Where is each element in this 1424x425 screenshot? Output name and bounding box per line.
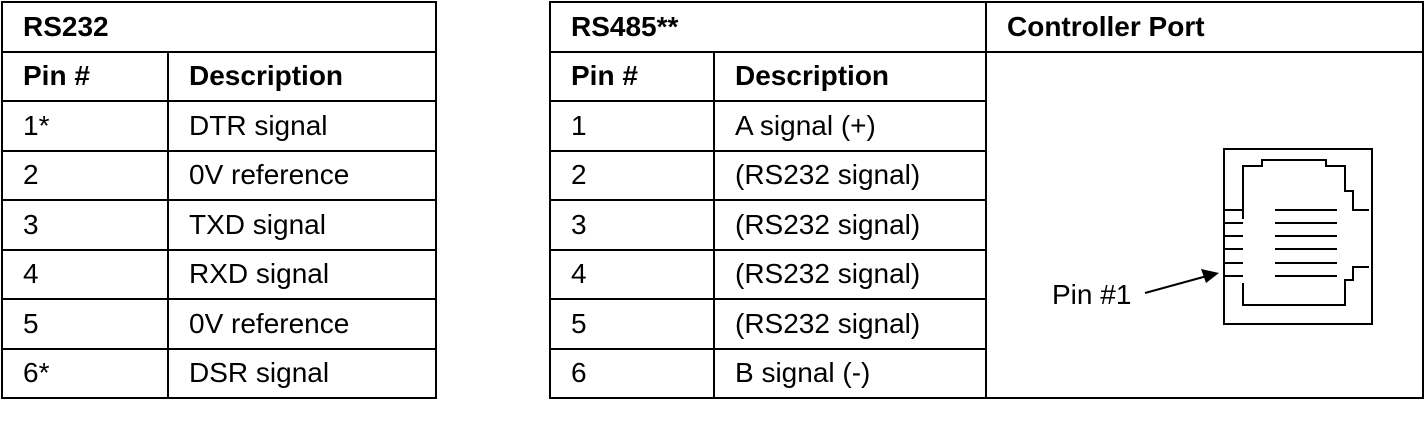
description-cell: 0V reference — [167, 298, 437, 350]
table-row: 5 0V reference — [1, 298, 437, 350]
table-row: 3 (RS232 signal) — [549, 199, 1423, 251]
pin-cell: 1 — [549, 100, 715, 152]
rs485-title: RS485** — [549, 1, 987, 53]
description-cell: DTR signal — [167, 100, 437, 152]
rs485-col-description: Description — [713, 50, 987, 102]
description-cell: (RS232 signal) — [713, 149, 987, 201]
table-row: 2 (RS232 signal) — [549, 149, 1423, 201]
table-row: 1* DTR signal — [1, 100, 437, 152]
rj12-connector-icon — [1144, 147, 1373, 325]
description-cell: (RS232 signal) — [713, 248, 987, 300]
pin-cell: 5 — [549, 298, 715, 350]
description-cell: (RS232 signal) — [713, 199, 987, 251]
arrow-head-icon — [1201, 268, 1219, 283]
pin-cell: 3 — [1, 199, 169, 251]
table-row: 5 (RS232 signal) — [549, 298, 1423, 350]
table-row: 4 RXD signal — [1, 248, 437, 300]
pin-cell: 4 — [1, 248, 169, 300]
rs232-title: RS232 — [1, 1, 437, 53]
description-cell: DSR signal — [167, 347, 437, 399]
pin-cell: 6 — [549, 347, 715, 399]
pin-cell: 6* — [1, 347, 169, 399]
description-cell: 0V reference — [167, 149, 437, 201]
description-cell: TXD signal — [167, 199, 437, 251]
pin-cell: 4 — [549, 248, 715, 300]
pin-cell: 5 — [1, 298, 169, 350]
rs232-pinout-table: RS232 Pin # Description 1* DTR signal 2 … — [1, 1, 437, 399]
table-row: 6* DSR signal — [1, 347, 437, 399]
pin-cell: 1* — [1, 100, 169, 152]
rs232-col-pin: Pin # — [1, 50, 169, 102]
pin-cell: 2 — [549, 149, 715, 201]
table-row: 6 B signal (-) — [549, 347, 1423, 399]
pin1-arrow — [1144, 274, 1208, 294]
description-cell: RXD signal — [167, 248, 437, 300]
socket-outline — [1242, 158, 1369, 306]
controller-port-title: Controller Port — [985, 1, 1424, 53]
description-cell: (RS232 signal) — [713, 298, 987, 350]
table-row: 4 (RS232 signal) — [549, 248, 1423, 300]
rs232-col-description: Description — [167, 50, 437, 102]
pin-cell: 3 — [549, 199, 715, 251]
table-title-row: RS232 — [1, 1, 437, 53]
pin-cell: 2 — [1, 149, 169, 201]
table-header-row: Pin # Description — [1, 50, 437, 102]
controller-port-diagram-cell: Pin #1 — [985, 50, 1424, 399]
description-cell: A signal (+) — [713, 100, 987, 152]
table-title-row: RS485** Controller Port — [549, 1, 1424, 53]
table-row: 2 0V reference — [1, 149, 437, 201]
table-row: 3 TXD signal — [1, 199, 437, 251]
pin1-label: Pin #1 — [1052, 278, 1132, 310]
rs485-pinout-table: RS485** Controller Port Pin # Descriptio… — [549, 1, 1424, 399]
table-row: 1 A signal (+) — [549, 100, 1423, 152]
table-header-row: Pin # Description — [549, 50, 1424, 399]
rs485-col-pin: Pin # — [549, 50, 715, 102]
description-cell: B signal (-) — [713, 347, 987, 399]
